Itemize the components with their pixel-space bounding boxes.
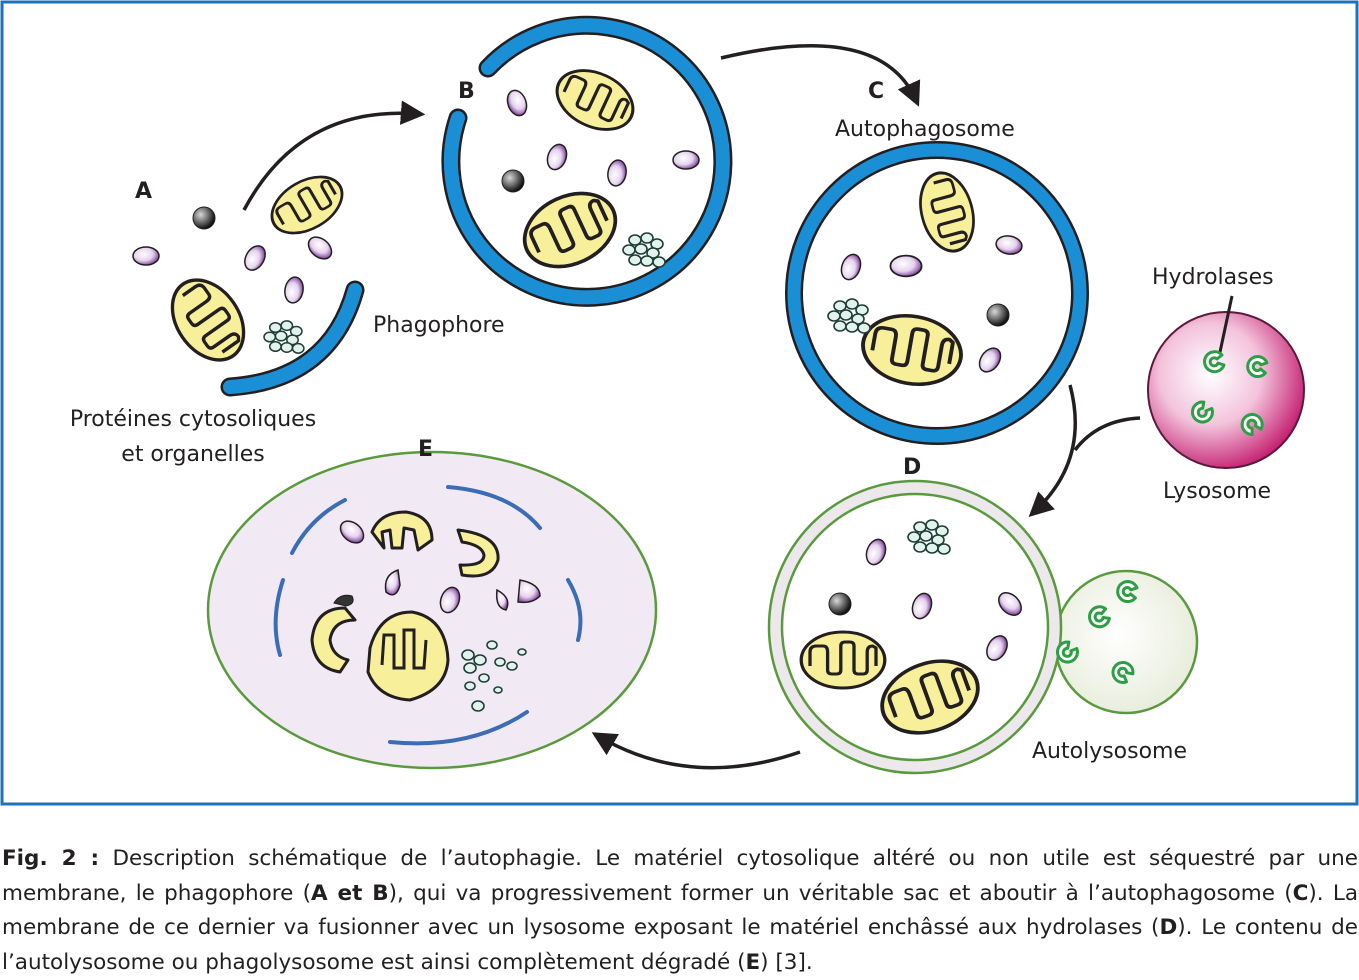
caption-text-4: ). Le contenu de l’autolysosome ou phago… xyxy=(2,915,1358,975)
stage-a xyxy=(132,163,365,397)
caption-fig-label: Fig. 2 : xyxy=(2,846,100,871)
arrow-lysosome-to-d xyxy=(1073,416,1141,452)
arrow-c-to-d xyxy=(1028,384,1077,518)
label-proteins-line1: Protéines cytosoliques xyxy=(70,407,316,432)
label-e: E xyxy=(418,437,433,462)
caption-text-5: ) [3]. xyxy=(760,949,813,975)
caption-text-1: Description schématique de l’autophagie.… xyxy=(2,846,1358,906)
stage-e-degradation xyxy=(206,450,658,770)
stage-b xyxy=(441,15,733,307)
stage-c-autophagosome xyxy=(785,141,1089,445)
arrow-a-to-b xyxy=(242,100,426,211)
label-proteins-line2: et organelles xyxy=(121,442,264,467)
caption-text-3: ). La membrane de ce dernier va fusionne… xyxy=(2,880,1358,941)
caption-text-2: ), qui va progressivement former un véri… xyxy=(388,880,1293,906)
label-lysosome: Lysosome xyxy=(1163,479,1271,504)
caption-bold-2: C xyxy=(1292,880,1309,906)
caption-bold-1: A et B xyxy=(311,880,389,906)
arrow-b-to-c xyxy=(720,44,921,107)
label-autophagosome: Autophagosome xyxy=(835,117,1015,142)
figure-frame: A B C D E Phagophore Autophagosome Hydro… xyxy=(0,0,1359,806)
stage-d-autolysosome xyxy=(767,479,1199,775)
label-hydrolases: Hydrolases xyxy=(1152,265,1274,290)
label-c: C xyxy=(868,79,884,104)
caption-bold-4: E xyxy=(745,949,761,975)
label-autolysosome: Autolysosome xyxy=(1032,739,1187,764)
hydrolases-pointer xyxy=(1218,295,1234,353)
figure-border xyxy=(0,0,1359,806)
lysosome xyxy=(1147,295,1305,469)
label-b: B xyxy=(458,79,475,104)
label-phagophore: Phagophore xyxy=(373,313,505,338)
label-d: D xyxy=(903,455,921,480)
caption-bold-3: D xyxy=(1159,915,1178,940)
label-a: A xyxy=(135,179,152,204)
figure-caption: Fig. 2 : Description schématique de l’au… xyxy=(2,842,1358,980)
arrow-d-to-e xyxy=(591,732,801,770)
